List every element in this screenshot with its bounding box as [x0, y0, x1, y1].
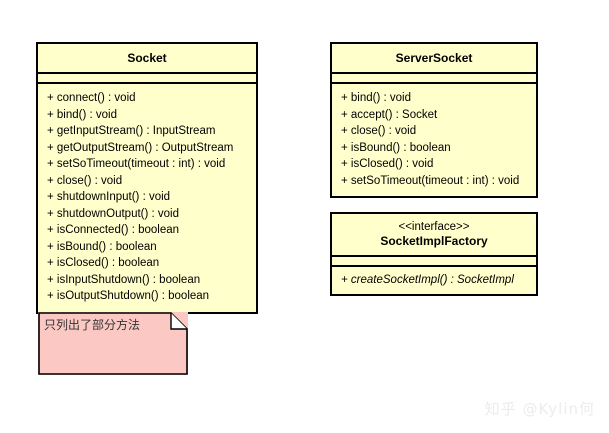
uml-operation: + isOutputShutdown() : boolean [47, 290, 210, 302]
uml-class-socket-attributes [38, 74, 256, 82]
uml-operation: + isBound() : boolean [47, 240, 157, 253]
uml-class-socket-operations: + connect() : void + bind() : void + get… [38, 84, 256, 312]
uml-note-text: 只列出了部分方法 [44, 318, 141, 332]
uml-class-socket-separator-1 [38, 72, 256, 74]
uml-operation: + bind() : void [47, 108, 117, 121]
uml-class-socketimplfactory-attributes [332, 257, 536, 265]
uml-class-socket[interactable]: Socket + connect() : void + bind() : voi… [36, 42, 258, 314]
uml-operation: + isClosed() : boolean [47, 257, 160, 269]
uml-operation: + setSoTimeout(timeout : int) : void [341, 174, 520, 187]
uml-operation: + getInputStream() : InputStream [47, 125, 216, 137]
note-shape-folded-corner [38, 312, 188, 375]
uml-operation: + isConnected() : boolean [47, 224, 180, 236]
uml-class-serversocket[interactable]: ServerSocket + bind() : void + accept() … [330, 42, 538, 198]
uml-class-socketimplfactory-operations: + createSocketImpl() : SocketImpl [332, 267, 536, 294]
uml-class-serversocket-separator-1 [332, 72, 536, 74]
uml-class-serversocket-operations: + bind() : void + accept() : Socket + cl… [332, 84, 536, 196]
uml-operation: + accept() : Socket [341, 108, 438, 121]
uml-operation: + isBound() : boolean [341, 141, 451, 154]
uml-note-partial-methods[interactable]: 只列出了部分方法 [38, 312, 188, 375]
watermark-label: 知乎 @Kylin何 [484, 400, 595, 418]
uml-operation: + close() : void [341, 125, 417, 137]
uml-operation: + setSoTimeout(timeout : int) : void [47, 158, 226, 170]
uml-operation: + bind() : void [341, 92, 411, 104]
uml-class-socketimplfactory-name: SocketImplFactory [380, 234, 488, 248]
uml-class-serversocket-attributes [332, 74, 536, 82]
uml-operation: + createSocketImpl() : SocketImpl [341, 274, 514, 286]
uml-operation: + connect() : void [47, 92, 136, 104]
uml-operation: + close() : void [47, 174, 123, 187]
uml-class-serversocket-separator-2 [332, 82, 536, 84]
uml-class-socket-separator-2 [38, 82, 256, 84]
uml-operation: + getOutputStream() : OutputStream [47, 141, 234, 154]
uml-operation: + shutdownOutput() : void [47, 207, 180, 220]
uml-class-socketimplfactory[interactable]: <<interface>> SocketImplFactory + create… [330, 212, 538, 296]
uml-operation: + isClosed() : void [341, 158, 434, 170]
uml-class-socketimplfactory-separator-2 [332, 265, 536, 267]
uml-operation: + shutdownInput() : void [47, 191, 171, 203]
uml-class-socketimplfactory-title: <<interface>> SocketImplFactory [332, 214, 536, 255]
uml-class-socketimplfactory-separator-1 [332, 255, 536, 257]
uml-class-serversocket-title: ServerSocket [395, 51, 473, 65]
uml-stereotype-label: <<interface>> [398, 221, 470, 233]
uml-class-socket-title: Socket [127, 51, 167, 65]
uml-operation: + isInputShutdown() : boolean [47, 273, 201, 286]
